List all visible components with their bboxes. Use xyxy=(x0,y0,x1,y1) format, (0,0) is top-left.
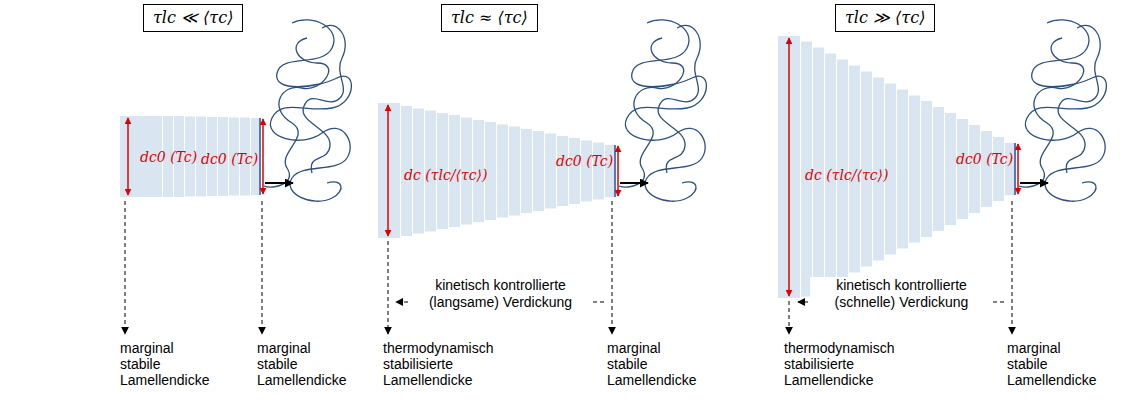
lamella-stack xyxy=(120,116,261,197)
growth-arrow xyxy=(265,182,1048,184)
lamella-stack xyxy=(378,103,616,238)
condition-text: τlc ≫ ⟨τc⟩ xyxy=(845,8,925,28)
state-note: thermodynamisch stabilisierte Lamellendi… xyxy=(383,340,494,388)
thickening-note: kinetisch kontrollierte (schnelle) Verdi… xyxy=(810,277,993,311)
thickness-label: dc0 (Tc) xyxy=(556,152,613,170)
thickening-note: kinetisch kontrollierte (langsame) Verdi… xyxy=(409,277,592,311)
thickness-label: dc (τlc/⟨τc⟩) xyxy=(404,166,487,184)
condition-text: τlc ≈ ⟨τc⟩ xyxy=(451,8,528,28)
state-note: marginal stabile Lamellendicke xyxy=(120,340,210,388)
thickness-label: dc0 (Tc) xyxy=(201,150,258,168)
growth-front xyxy=(614,145,616,197)
thickness-label: dc0 (Tc) xyxy=(140,148,197,166)
growth-front xyxy=(1014,143,1016,195)
state-note: thermodynamisch stabilisierte Lamellendi… xyxy=(784,340,895,388)
dashed-arrow xyxy=(125,201,1012,334)
growth-front xyxy=(259,118,261,195)
polymer-coil xyxy=(264,20,1106,201)
state-note: marginal stabile Lamellendicke xyxy=(607,340,697,388)
condition-box: τlc ≈ ⟨τc⟩ xyxy=(441,4,538,32)
lamella-stack xyxy=(778,36,1016,298)
state-note: marginal stabile Lamellendicke xyxy=(257,340,347,388)
condition-text: τlc ≪ ⟨τc⟩ xyxy=(153,8,233,28)
condition-box: τlc ≫ ⟨τc⟩ xyxy=(835,4,935,32)
thickness-label: dc (τlc/⟨τc⟩) xyxy=(805,166,888,184)
thickness-label: dc0 (Tc) xyxy=(956,150,1013,168)
condition-box: τlc ≪ ⟨τc⟩ xyxy=(143,4,243,32)
state-note: marginal stabile Lamellendicke xyxy=(1007,340,1097,388)
